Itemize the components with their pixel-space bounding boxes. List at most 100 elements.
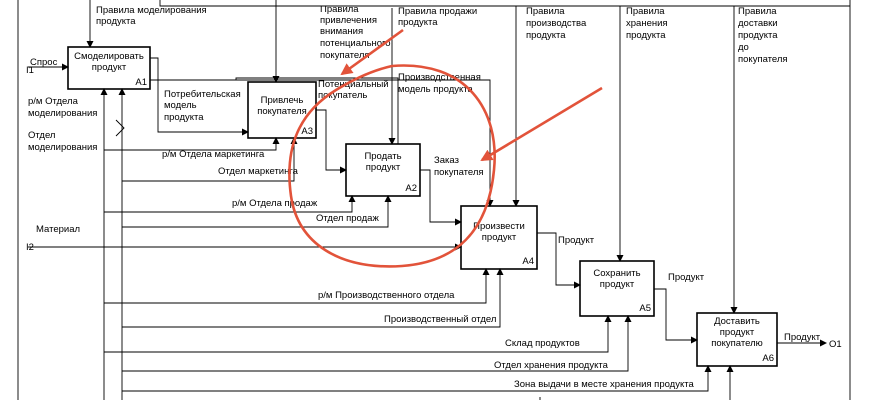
label-control-attract-5: покупателя [320, 50, 370, 61]
highlight-arrow-2 [480, 86, 603, 162]
box-a4-number: A4 [522, 256, 534, 267]
label-rm-sales: р/м Отдела продаж [232, 198, 318, 209]
box-a4-title2: продукт [482, 232, 517, 243]
label-production-model-1: Производственная [398, 72, 481, 83]
label-control-sell-2: продукта [398, 17, 438, 28]
label-input-i1: I1 [26, 65, 34, 76]
label-consumer-model-3: продукта [164, 112, 204, 123]
box-a3-title: Привлечь [261, 95, 304, 106]
label-dept-storage: Отдел хранения продукта [494, 360, 609, 371]
box-a5-title2: продукт [600, 279, 635, 290]
label-control-store-3: продукта [626, 30, 666, 41]
label-control-store-1: Правила [626, 6, 665, 17]
box-a3-number: A3 [301, 126, 313, 137]
box-a2-title: Продать [364, 151, 401, 162]
label-control-store-2: хранения [626, 18, 668, 29]
arrow-rm-sales [104, 195, 356, 213]
box-a6-title: Доставить [714, 316, 760, 327]
box-a4: Произвести продукт A4 [460, 205, 538, 270]
box-a1-title: Смоделировать [74, 51, 144, 62]
label-control-attract-1: Правила [320, 4, 359, 15]
arrow-order [420, 169, 462, 226]
label-control-model-2: продукта [96, 16, 136, 27]
arrow-dept-marketing [122, 137, 298, 182]
label-rm-marketing: р/м Отдела маркетинга [162, 149, 265, 160]
arrow-potential-buyer [316, 109, 347, 174]
label-production-model-2: модель продукта [398, 84, 474, 95]
label-control-produce-2: производства [526, 18, 587, 29]
highlight-arrow-1 [340, 28, 404, 76]
control-bus [159, 0, 850, 7]
arrow-production-model [150, 79, 494, 207]
label-order-1: Заказ [434, 155, 459, 166]
label-order-2: покупателя [434, 167, 484, 178]
box-a4-title: Произвести [473, 221, 525, 232]
box-a5: Сохранить продукт A5 [579, 260, 655, 317]
label-warehouse: Склад продуктов [505, 338, 580, 349]
label-control-deliver-2: доставки [738, 18, 778, 29]
arrow-consumer-model [150, 57, 249, 136]
label-dept-production: Производственный отдел [384, 314, 496, 325]
label-product-a5: Продукт [668, 272, 705, 283]
box-a6: Доставить продукт покупателю A6 [696, 312, 778, 367]
label-dept-model-2: моделирования [28, 142, 97, 153]
label-control-attract-3: внимания [320, 26, 363, 37]
arrow-dept-sales [122, 195, 392, 228]
label-control-produce-3: продукта [526, 30, 566, 41]
label-rm-production: р/м Производственного отдела [318, 290, 455, 301]
arrow-product-a5 [654, 288, 698, 344]
arrow-warehouse [104, 315, 612, 353]
label-control-attract-4: потенциального [320, 38, 391, 49]
labels: Правила моделирования продукта Правила п… [26, 4, 842, 390]
box-a3-title2: покупателя [257, 106, 307, 117]
arrow-rm-marketing [104, 137, 280, 151]
control-arrows [86, 0, 850, 314]
label-input-i2: I2 [26, 242, 34, 253]
arrow-dept-production [122, 268, 504, 328]
box-a1-title2: продукт [92, 62, 127, 73]
box-a6-title2: продукт [720, 327, 755, 338]
box-a2-number: A2 [405, 183, 417, 194]
label-control-deliver-5: покупателя [738, 54, 788, 65]
label-consumer-model-1: Потребительская [164, 89, 241, 100]
box-a3: Привлечь покупателя A3 [247, 81, 317, 139]
arrow-pickup-zone [122, 365, 712, 392]
label-control-attract-2: привлечения [320, 15, 377, 26]
arrow-product-a4 [537, 232, 581, 289]
label-rm-model-2: моделирования [28, 108, 97, 119]
mechanism-arrows [100, 88, 734, 400]
arrow-dept-storage [122, 315, 632, 372]
box-a6-number: A6 [762, 353, 774, 364]
label-control-deliver-3: продукта [738, 30, 778, 41]
box-a5-number: A5 [639, 303, 651, 314]
highlight-ellipse [288, 64, 496, 268]
label-pickup-zone: Зона выдачи в месте хранения продукта [514, 379, 694, 390]
arrow-rm-production [104, 268, 490, 304]
label-control-deliver-1: Правила [738, 6, 777, 17]
highlight-annotations [288, 28, 603, 268]
flow-arrows [150, 57, 827, 347]
label-control-deliver-4: до [738, 42, 749, 53]
box-a1: Смоделировать продукт A1 [67, 46, 151, 90]
label-output-o1: O1 [829, 339, 842, 350]
input-arrows [28, 63, 462, 251]
label-product-a4: Продукт [558, 235, 595, 246]
box-a2-title2: продукт [366, 162, 401, 173]
label-input-demand: Спрос [30, 57, 58, 68]
box-a2: Продать продукт A2 [345, 143, 421, 197]
box-a6-title3: покупателю [711, 338, 763, 349]
box-a1-number: A1 [135, 77, 147, 88]
label-control-sell-1: Правила продажи [398, 6, 477, 17]
label-dept-model-1: Отдел [28, 130, 55, 141]
label-control-model-1: Правила моделирования [96, 5, 207, 16]
label-dept-sales: Отдел продаж [316, 213, 379, 224]
label-potential-buyer-2: покупатель [318, 90, 367, 101]
squiggle [115, 119, 125, 137]
box-a5-title: Сохранить [593, 268, 640, 279]
label-input-material: Материал [36, 224, 80, 235]
label-consumer-model-2: модель [164, 100, 197, 111]
label-rm-model-1: р/м Отдела [28, 96, 79, 107]
label-potential-buyer-1: Потенциальный [318, 79, 389, 90]
